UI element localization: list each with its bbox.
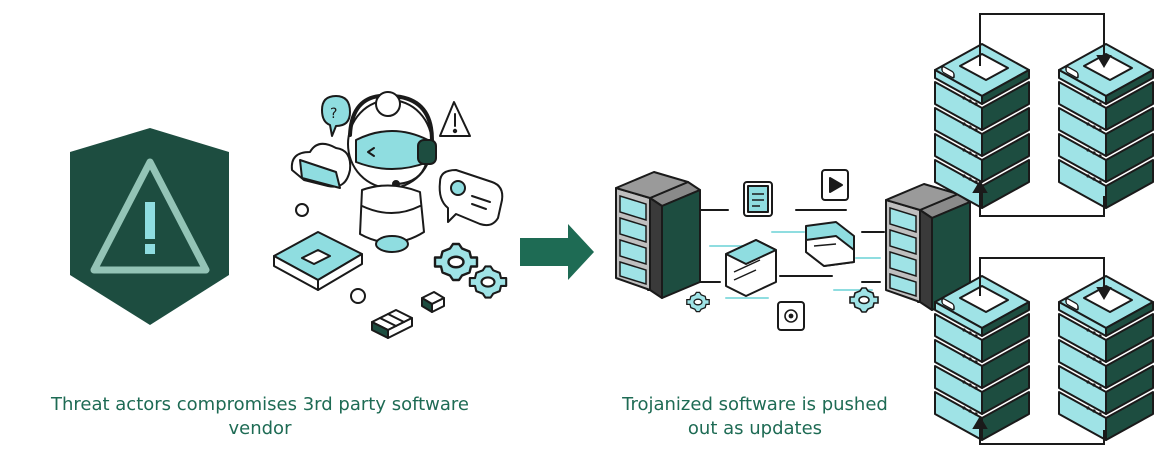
email-icon — [777, 301, 805, 331]
svg-text:?: ? — [330, 106, 337, 122]
server-stack-icon — [1058, 43, 1154, 209]
caption-left-line-2: vendor — [228, 418, 292, 439]
gear-icon — [849, 287, 879, 313]
robot-support-agent-icon: ? — [273, 91, 508, 339]
update-distribution-network — [699, 209, 885, 299]
right-arrow-icon — [520, 224, 594, 280]
caption-left-line-1: Threat actors compromises 3rd party soft… — [50, 394, 470, 415]
folder-icon — [805, 221, 855, 267]
caption-trojanized-updates: Trojanized software is pushed out as upd… — [590, 393, 920, 441]
caption-vendor-compromise: Threat actors compromises 3rd party soft… — [20, 393, 500, 441]
server-stack-icon — [1058, 275, 1154, 441]
caption-right-line-1: Trojanized software is pushed — [622, 394, 888, 415]
sync-connector — [972, 13, 1112, 445]
video-icon — [821, 169, 849, 201]
document-icon — [743, 181, 773, 217]
server-stack-icon — [934, 275, 1030, 441]
gear-icon — [686, 291, 710, 313]
caption-right-line-2: out as updates — [687, 418, 823, 439]
server-rack-icon — [615, 171, 701, 299]
browser-window-icon — [725, 239, 777, 297]
warning-shield-icon — [70, 128, 229, 325]
